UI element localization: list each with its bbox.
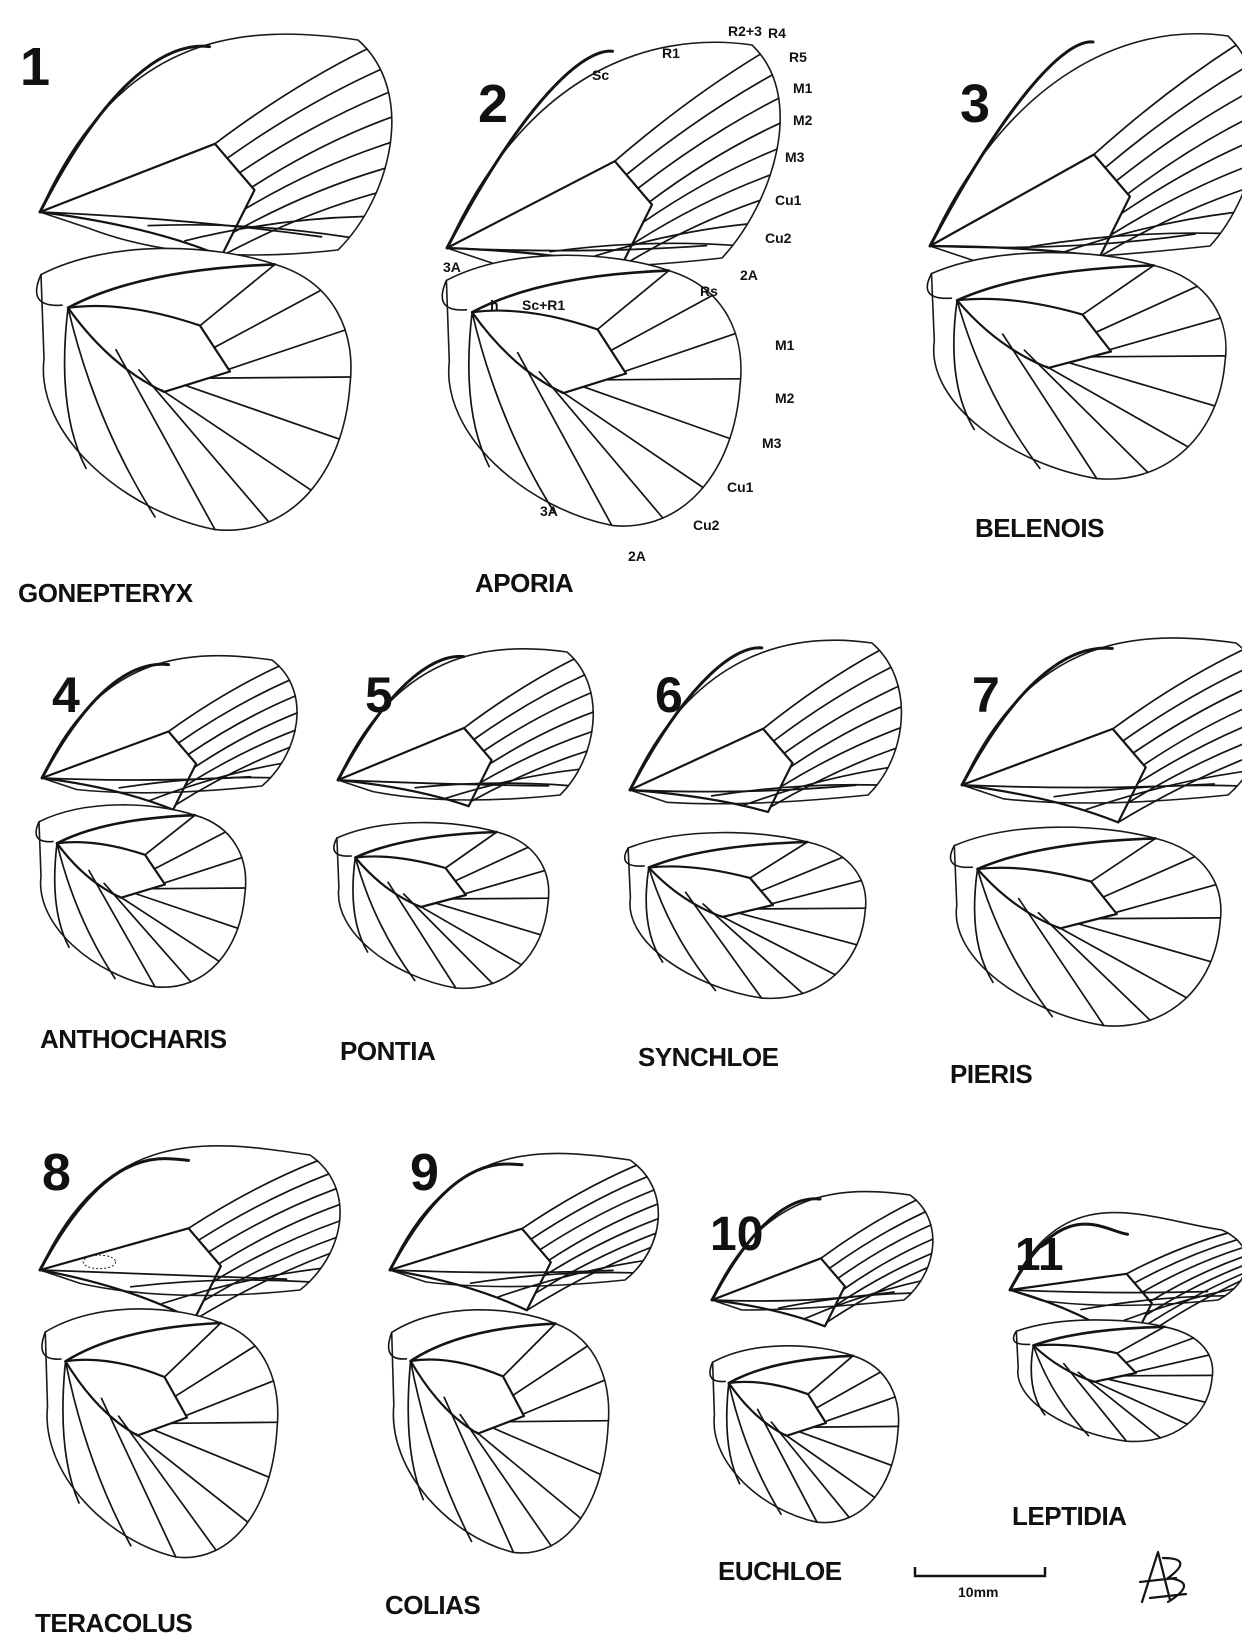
vein-label-cu2: Cu2 (765, 230, 792, 246)
forewing-7 (962, 638, 1242, 822)
hindwing-vein-9-4 (509, 1421, 608, 1422)
genus-caption-8: TERACOLUS (35, 1608, 192, 1638)
wing-drawings (36, 34, 1242, 1558)
figure-number-9: 9 (410, 1144, 439, 1202)
figure-number-2: 2 (478, 74, 508, 134)
genus-caption-11: LEPTIDIA (1012, 1501, 1127, 1531)
vein-label-hw-m3: M3 (762, 435, 782, 451)
hindwing-vein-2-4 (606, 379, 741, 380)
vein-label-hw-cu2: Cu2 (693, 517, 720, 533)
genus-caption-6: SYNCHLOE (638, 1042, 779, 1072)
genus-caption-2: APORIA (475, 568, 574, 598)
vein-label-cu1: Cu1 (775, 192, 802, 208)
figure-number-10: 10 (710, 1208, 763, 1261)
hindwing-vein-8-4 (171, 1422, 277, 1423)
figure-number-8: 8 (42, 1144, 71, 1202)
genus-caption-10: EUCHLOE (718, 1556, 842, 1586)
figure-number-6: 6 (655, 667, 683, 723)
vein-label-sc-r1: Sc+R1 (522, 297, 565, 313)
hindwing-vein-7-4 (1099, 918, 1221, 919)
vein-label-r4: R4 (768, 25, 786, 41)
hindwing-8 (42, 1309, 278, 1558)
hindwing-6 (625, 833, 866, 999)
forewing-6 (630, 640, 901, 812)
forewing-8 (40, 1146, 340, 1320)
vein-label-hw-m2: M2 (775, 390, 795, 406)
vein-label-m1: M1 (793, 80, 813, 96)
figure-number-5: 5 (365, 667, 393, 723)
hindwing-1 (37, 248, 351, 530)
vein-label-h: h (490, 297, 499, 313)
vein-label-2a: 2A (740, 267, 758, 283)
scale-bar-label: 10mm (958, 1584, 998, 1600)
figure-number-4: 4 (52, 667, 80, 723)
vein-label-hw-m1: M1 (775, 337, 795, 353)
vein-label-hw-cu1: Cu1 (727, 479, 754, 495)
hindwing-7 (951, 827, 1221, 1026)
figure-number-11: 11 (1015, 1228, 1064, 1280)
hindwing-vein-10-4 (813, 1426, 898, 1427)
hindwing-vein-6-4 (757, 908, 866, 909)
hindwing-10 (710, 1346, 899, 1523)
figure-number-3: 3 (960, 74, 990, 134)
forewing-outline-8 (40, 1146, 340, 1296)
vein-label-hw-3a: 3A (540, 503, 558, 519)
scale-bar: 10mm (915, 1567, 1045, 1600)
genus-caption-1: GONEPTERYX (18, 578, 194, 608)
hindwing-vein-5-4 (452, 898, 549, 899)
hindwing-11 (1014, 1320, 1213, 1442)
vein-label-hw-2a: 2A (628, 548, 646, 564)
genus-caption-5: PONTIA (340, 1036, 436, 1066)
figure-number-1: 1 (20, 37, 50, 97)
genus-caption-4: ANTHOCHARIS (40, 1024, 227, 1054)
scale-bar-line (915, 1567, 1045, 1576)
forewing-1 (40, 34, 392, 256)
hindwing-4 (36, 805, 246, 987)
hindwing-vein-1-4 (209, 377, 351, 378)
figure-number-7: 7 (972, 667, 1000, 723)
signature-monogram (1140, 1552, 1186, 1602)
vein-label-sc: Sc (592, 67, 609, 83)
vein-label-r1: R1 (662, 45, 680, 61)
genus-caption-7: PIERIS (950, 1059, 1032, 1089)
hindwing-2 (442, 255, 741, 526)
vein-label-m3: M3 (785, 149, 805, 165)
vein-label-m2: M2 (793, 112, 813, 128)
vein-label-r5: R5 (789, 49, 807, 65)
hindwing-3 (927, 253, 1226, 480)
vein-label-r2-3: R2+3 (728, 23, 762, 39)
hindwing-vein-3-4 (1091, 356, 1226, 357)
forewing-4 (42, 656, 297, 810)
vein-label-rs: Rs (700, 283, 718, 299)
genus-caption-3: BELENOIS (975, 513, 1104, 543)
forewing-3 (930, 34, 1242, 261)
hindwing-vein-4-4 (151, 888, 246, 889)
hindwing-9 (389, 1310, 609, 1553)
vein-label-3a: 3A (443, 259, 461, 275)
genus-caption-9: COLIAS (385, 1590, 480, 1620)
hindwing-5 (334, 823, 549, 989)
